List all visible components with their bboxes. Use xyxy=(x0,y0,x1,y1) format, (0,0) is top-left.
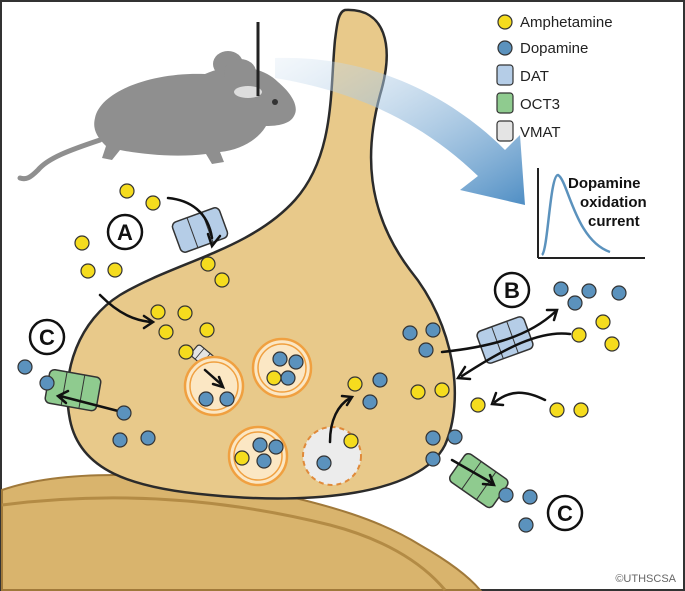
dopamine-molecule xyxy=(316,455,332,471)
dopamine-molecule xyxy=(112,432,128,448)
dopamine-molecule xyxy=(252,437,268,453)
dopamine-molecule xyxy=(372,372,388,388)
dopamine-molecule xyxy=(402,325,418,341)
dopamine-molecule xyxy=(425,451,441,467)
label-c-left-badge: C xyxy=(28,318,66,356)
plot-title-line2: oxidation xyxy=(580,194,647,211)
plot-title-line3: current xyxy=(588,213,640,230)
measurement-arrow xyxy=(275,57,525,205)
amphetamine-molecule xyxy=(150,304,166,320)
amphetamine-molecule xyxy=(145,195,161,211)
amphetamine-molecule xyxy=(80,263,96,279)
arrow-b-influx xyxy=(460,332,572,378)
amphetamine-molecule xyxy=(347,376,363,392)
arrow-a-influx xyxy=(166,196,214,240)
presynaptic-terminal xyxy=(66,8,456,500)
vesicle-2 xyxy=(251,337,313,399)
amphetamine-molecule xyxy=(410,384,426,400)
legend-dopamine-icon xyxy=(497,40,513,56)
arrow-oct3-left xyxy=(58,394,124,414)
dopamine-molecule xyxy=(272,351,288,367)
dopamine-molecule xyxy=(39,375,55,391)
dopamine-molecule xyxy=(611,285,627,301)
legend-amphetamine-label: Amphetamine xyxy=(520,14,613,31)
legend-amphetamine-icon xyxy=(497,14,513,30)
credit-text: ©UTHSCSA xyxy=(615,573,676,585)
dopamine-molecule xyxy=(425,430,441,446)
legend-vmat-icon xyxy=(496,120,514,142)
dopamine-molecule xyxy=(288,354,304,370)
amphetamine-molecule xyxy=(107,262,123,278)
dopamine-molecule xyxy=(498,487,514,503)
dopamine-molecule xyxy=(418,342,434,358)
dopamine-molecule xyxy=(268,439,284,455)
dopamine-molecule xyxy=(581,283,597,299)
legend-oct3-icon xyxy=(496,92,514,114)
arrow-vesicle-release xyxy=(328,396,352,444)
dopamine-molecule xyxy=(567,295,583,311)
amphetamine-molecule xyxy=(158,324,174,340)
flow-arrows xyxy=(55,196,572,487)
amphetamine-molecule xyxy=(74,235,90,251)
arrow-vmat xyxy=(203,368,224,387)
amphetamine-molecule xyxy=(604,336,620,352)
dopamine-molecule xyxy=(116,405,132,421)
oxidation-current-plot: Dopamine oxidation current xyxy=(537,168,647,259)
dopamine-molecule xyxy=(447,429,463,445)
arrow-a-inward xyxy=(98,293,152,324)
legend-dopamine-label: Dopamine xyxy=(520,40,588,57)
legend-dat-icon xyxy=(496,64,514,86)
label-b-badge: B xyxy=(493,271,531,309)
amphetamine-molecule xyxy=(119,183,135,199)
postsynaptic-band xyxy=(1,496,447,591)
label-a-badge: A xyxy=(106,213,144,251)
amphetamine-molecule xyxy=(573,402,589,418)
amphetamine-molecule xyxy=(177,305,193,321)
vesicle-1 xyxy=(183,355,245,417)
legend-oct3-label: OCT3 xyxy=(520,96,560,113)
dopamine-molecule xyxy=(553,281,569,297)
amphetamine-molecule xyxy=(571,327,587,343)
mouse-silhouette-icon xyxy=(17,22,296,182)
arrow-b-return xyxy=(493,391,547,404)
molecules xyxy=(17,183,627,533)
amphetamine-molecule xyxy=(178,344,194,360)
legend-vmat-label: VMAT xyxy=(520,124,561,141)
label-c-right: C xyxy=(557,501,573,526)
postsynaptic-cell xyxy=(1,474,483,591)
amphetamine-molecule xyxy=(343,433,359,449)
legend-dat-label: DAT xyxy=(520,68,549,85)
dopamine-molecule xyxy=(518,517,534,533)
dopamine-molecule xyxy=(280,370,296,386)
amphetamine-molecule xyxy=(549,402,565,418)
amphetamine-molecule xyxy=(199,322,215,338)
dat-transporter-a xyxy=(171,207,229,253)
amphetamine-molecule xyxy=(214,272,230,288)
dopamine-molecule xyxy=(198,391,214,407)
label-b: B xyxy=(504,278,520,303)
dopamine-molecule xyxy=(425,322,441,338)
dopamine-molecule xyxy=(362,394,378,410)
dopamine-molecule xyxy=(140,430,156,446)
label-a: A xyxy=(117,220,133,245)
amphetamine-molecule xyxy=(200,256,216,272)
label-c-left: C xyxy=(39,325,55,350)
dopamine-molecule xyxy=(256,453,272,469)
legend: Amphetamine Dopamine DAT OCT3 VMAT xyxy=(496,14,613,142)
amphetamine-molecule xyxy=(434,382,450,398)
dopamine-molecule xyxy=(522,489,538,505)
plot-title-line1: Dopamine xyxy=(568,175,641,192)
amphetamine-molecule xyxy=(234,450,250,466)
arrow-b-efflux xyxy=(440,310,557,354)
arrow-oct3-right xyxy=(450,458,494,485)
amphetamine-molecule xyxy=(595,314,611,330)
dopamine-molecule xyxy=(219,391,235,407)
label-c-right-badge: C xyxy=(546,494,584,532)
amphetamine-molecule xyxy=(470,397,486,413)
amphetamine-molecule xyxy=(266,370,282,386)
dopamine-molecule xyxy=(17,359,33,375)
